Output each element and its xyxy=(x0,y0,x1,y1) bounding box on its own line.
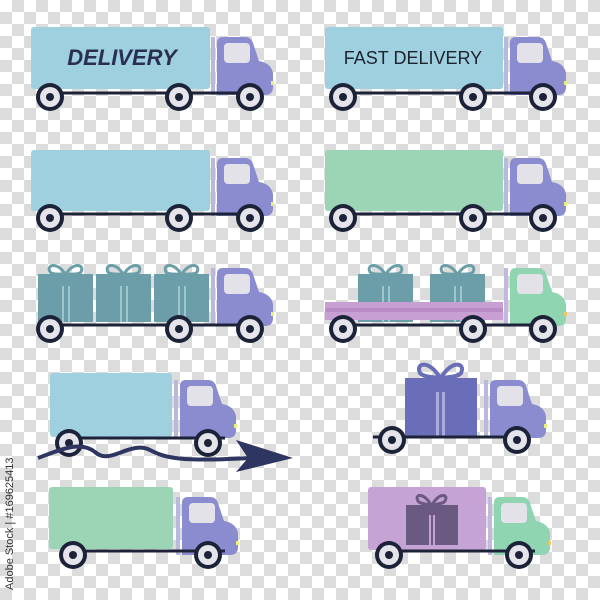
truck-green-trailer xyxy=(325,150,567,232)
fast-delivery-label: FAST DELIVERY xyxy=(344,48,482,68)
truck-with-road-arrow xyxy=(37,373,293,472)
truck-purple-gift-box xyxy=(368,487,551,569)
truck-fast-delivery: FAST DELIVERY xyxy=(325,27,567,111)
truck-blue-trailer xyxy=(31,150,274,232)
stock-credit: Adobe Stock | #169625413 xyxy=(4,457,16,590)
gift-icon xyxy=(94,264,153,324)
gift-icon xyxy=(405,362,477,437)
truck-big-gift xyxy=(373,362,547,454)
truck-three-gifts xyxy=(36,264,274,343)
road-arrow-icon xyxy=(37,444,251,462)
truck-delivery: DELIVERY xyxy=(31,27,274,111)
delivery-label: DELIVERY xyxy=(67,45,179,70)
truck-flatbed-gifts xyxy=(325,264,567,343)
gift-icon xyxy=(152,264,211,324)
gift-icon xyxy=(406,494,458,545)
gift-icon xyxy=(36,264,95,324)
truck-green-box xyxy=(49,487,239,569)
